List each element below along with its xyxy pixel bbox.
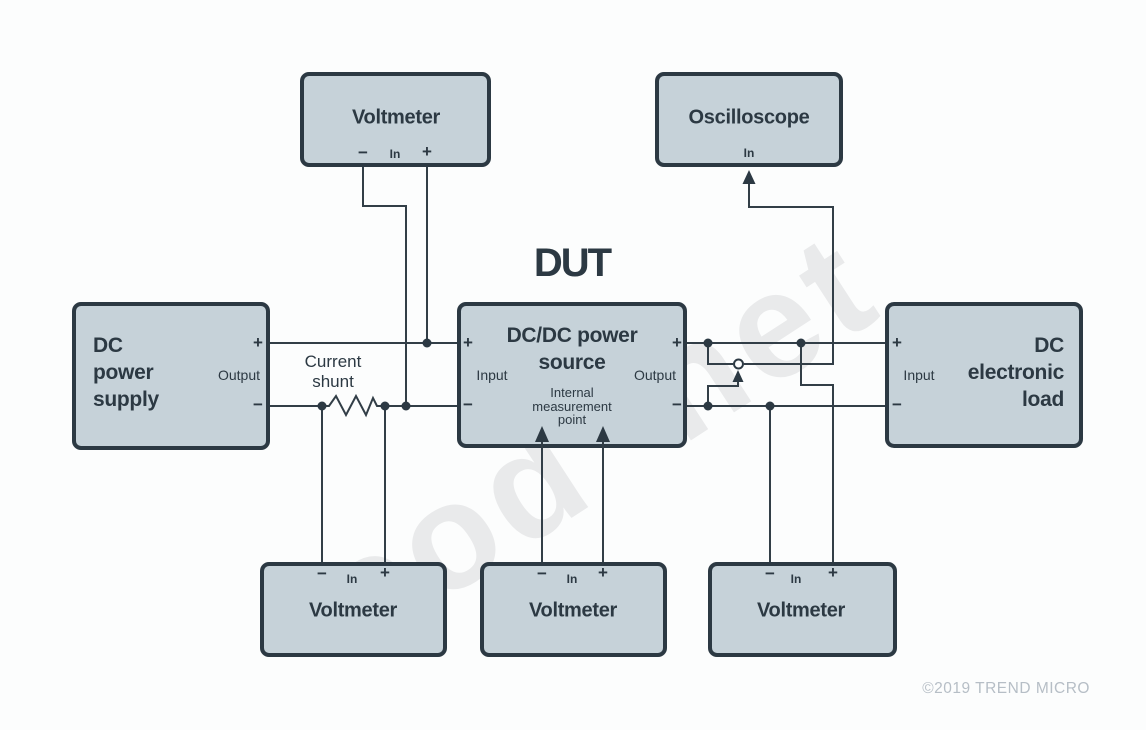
dc-power-supply-title-line1: DC [93, 334, 123, 357]
voltmeter-bottom-left-plus-terminal: + [380, 563, 390, 582]
voltmeter-bottom-middle-minus-terminal: − [537, 564, 547, 583]
arrowhead-to-oscilloscope [742, 170, 756, 184]
dc-electronic-load-title: DC electronic load [967, 332, 1065, 413]
voltmeter-bottom-middle-title: Voltmeter [528, 599, 618, 622]
voltmeter-bottom-middle-plus-terminal: + [598, 563, 608, 582]
voltmeter-top-minus-terminal: − [358, 143, 368, 162]
dc-electronic-load-title-line1: DC [1034, 334, 1064, 357]
current-shunt-line2: shunt [312, 371, 354, 391]
dut-input-minus-terminal: − [463, 395, 473, 414]
dc-power-supply-box: DC power supply + Output − [72, 302, 270, 450]
junction-dot [422, 338, 432, 348]
dut-internal-measurement-note: Internal measurement point [532, 386, 611, 427]
dc-power-supply-title-line3: supply [93, 388, 159, 411]
dc-power-supply-minus-terminal: − [253, 395, 263, 414]
voltmeter-bottom-left-minus-terminal: − [317, 564, 327, 583]
dut-title-line1: DC/DC power [506, 324, 638, 347]
voltmeter-bottom-left-title: Voltmeter [308, 599, 398, 622]
voltmeter-top-box: Voltmeter − In + [300, 72, 491, 167]
voltmeter-bottom-middle-in-label: In [566, 572, 578, 586]
dc-power-supply-plus-terminal: + [253, 333, 263, 352]
voltmeter-top-plus-terminal: + [422, 142, 432, 161]
current-shunt-line1: Current [304, 352, 362, 371]
junction-dot [380, 401, 390, 411]
voltmeter-top-title: Voltmeter [351, 106, 441, 129]
dut-note-line1: Internal [550, 385, 594, 400]
voltmeter-bottom-right-box: − In + Voltmeter [708, 562, 897, 657]
dut-input-plus-terminal: + [463, 333, 473, 352]
dut-title-line2: source [538, 351, 606, 374]
dc-power-supply-output-label: Output [217, 367, 261, 383]
dut-output-plus-terminal: + [672, 333, 682, 352]
dc-electronic-load-minus-terminal: − [892, 395, 902, 414]
dut-output-minus-terminal: − [672, 395, 682, 414]
voltmeter-bottom-right-title: Voltmeter [756, 599, 846, 622]
dc-electronic-load-box: DC electronic load + Input − [885, 302, 1083, 448]
dut-note-line3: point [557, 412, 587, 427]
dc-electronic-load-title-line3: load [1022, 388, 1064, 411]
dut-box: DC/DC power source Internal measurement … [457, 302, 687, 448]
voltmeter-bottom-left-in-label: In [346, 572, 358, 586]
wire-input-minus-rail-with-shunt [270, 393, 457, 418]
voltmeter-bottom-middle-box: − In + Voltmeter [480, 562, 667, 657]
copyright-text: ©2019 TREND MICRO [922, 680, 1090, 697]
oscilloscope-box: Oscilloscope In [655, 72, 843, 167]
dc-electronic-load-title-line2: electronic [967, 361, 1065, 384]
junction-dot [317, 401, 327, 411]
voltmeter-bottom-left-box: − In + Voltmeter [260, 562, 447, 657]
oscilloscope-in-label: In [743, 146, 755, 160]
oscilloscope-title: Oscilloscope [688, 106, 810, 129]
dut-input-label: Input [476, 367, 508, 383]
dut-note-line2: measurement [532, 398, 612, 414]
dut-output-label: Output [633, 367, 677, 383]
dut-heading: DUT [533, 241, 612, 285]
dc-electronic-load-plus-terminal: + [892, 333, 902, 352]
dc-power-supply-title: DC power supply [93, 332, 159, 413]
voltmeter-top-in-label: In [389, 147, 401, 161]
voltmeter-bottom-right-plus-terminal: + [828, 563, 838, 582]
watermark-gap [602, 446, 682, 498]
dc-power-supply-title-line2: power [93, 361, 154, 384]
current-shunt-label: Current shunt [283, 352, 383, 391]
dc-electronic-load-input-label: Input [903, 367, 935, 383]
voltmeter-bottom-right-in-label: In [790, 572, 802, 586]
voltmeter-bottom-right-minus-terminal: − [765, 564, 775, 583]
junction-dot [401, 401, 411, 411]
